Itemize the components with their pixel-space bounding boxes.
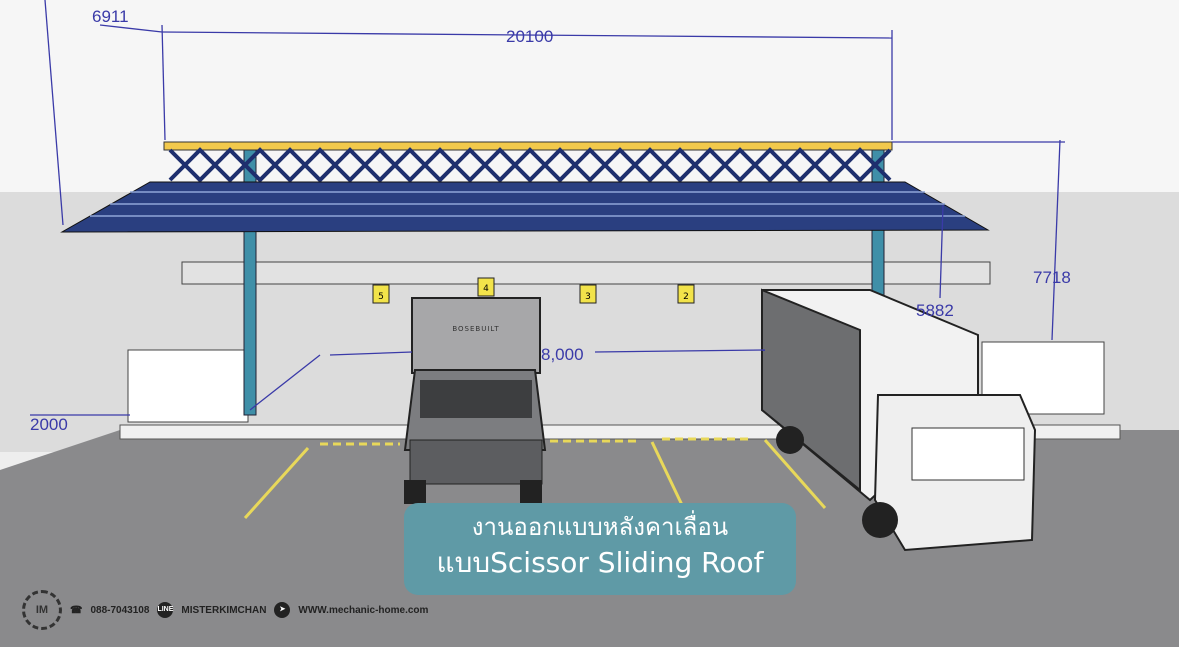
caption-box: งานออกแบบหลังคาเลื่อน แบบScissor Sliding… [404,503,796,595]
rail-beam [181,261,991,285]
parking-signs [372,277,695,304]
dimension-lines [30,0,1065,416]
truss-web [168,147,892,183]
footer-contact: IM ☎ 088-7043108 LINE MISTERKIMCHAN ➤ WW… [22,590,428,630]
truss-top-chord [163,141,893,151]
mechanic-logo: IM [22,590,62,630]
parking-number: 4 [483,284,489,294]
caption-line-1: งานออกแบบหลังคาเลื่อน [471,513,729,541]
pickup-box-truck [403,297,547,504]
website-link[interactable]: WWW.mechanic-home.com [298,604,429,616]
left-wall-block [127,349,249,423]
phone-icon: ☎ [70,604,83,616]
dimension-label: 5882 [916,301,954,320]
phone-number: 088-7043108 [90,604,150,616]
caption-line-2: แบบScissor Sliding Roof [436,546,764,579]
parking-lines [243,437,827,520]
dimension-label: 2000 [30,415,68,434]
sky [0,0,1179,192]
line-id: MISTERKIMCHAN [181,604,267,616]
box-truck [761,288,1037,552]
dimension-label: 7718 [1033,268,1071,287]
dimension-label: 6911 [92,7,129,26]
parking-number: 3 [585,292,591,302]
truck-brand: BOSEBUILT [452,325,499,333]
parking-number: 2 [683,292,689,302]
roof-sheet [60,181,990,233]
cursor-icon: ➤ [274,602,291,618]
parking-number: 5 [378,292,384,302]
dimension-label: 8,000 [541,345,584,364]
line-icon: LINE [157,602,174,618]
dimension-label: 20100 [506,27,553,46]
roof-purlins [90,191,965,217]
